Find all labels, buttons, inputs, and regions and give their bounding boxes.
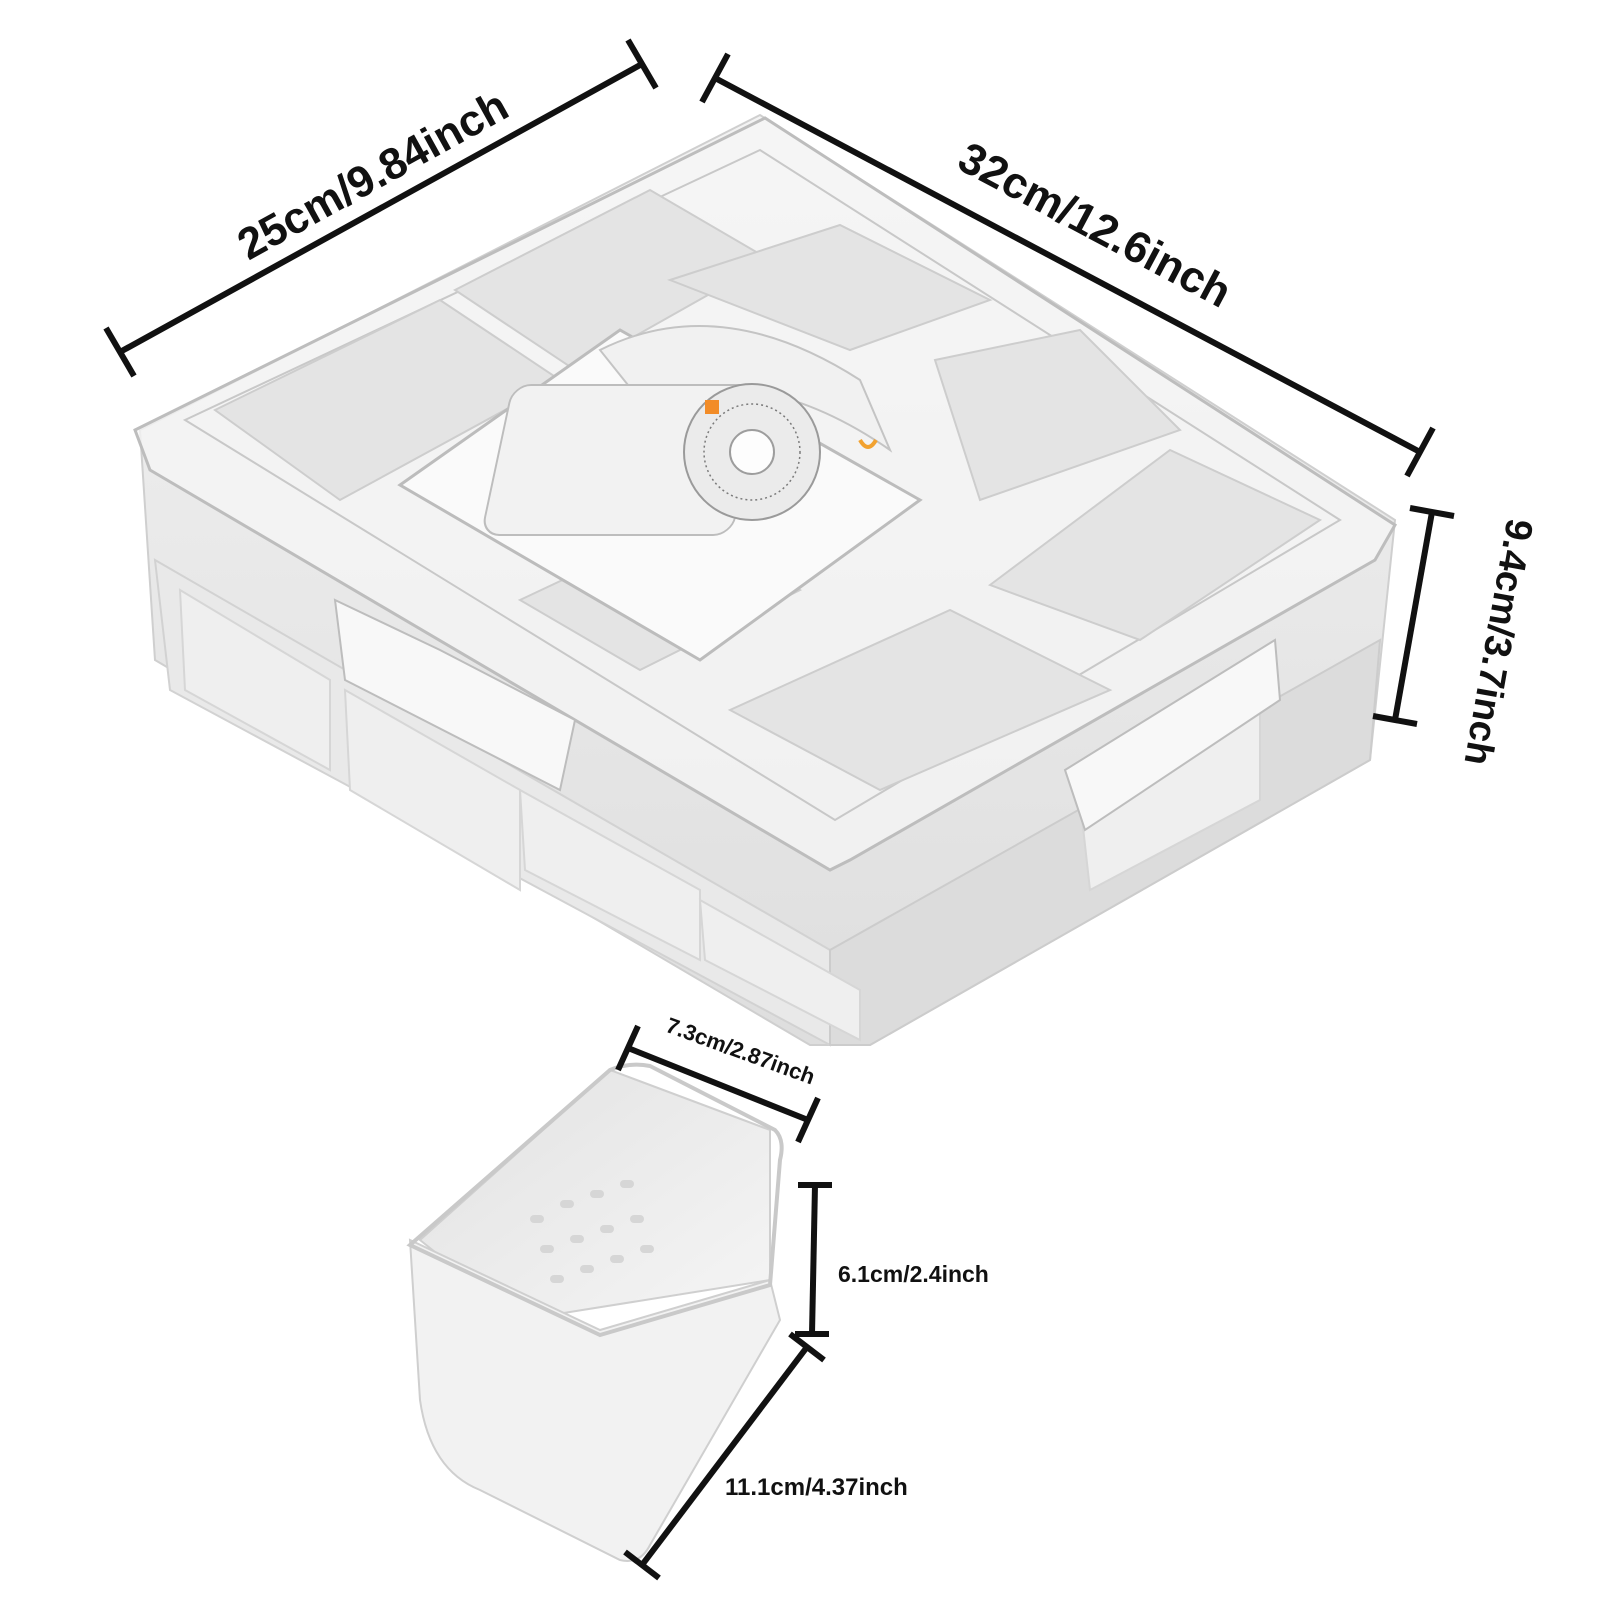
timer-knob [729,429,775,475]
timer-panel [397,325,923,662]
lid-latches [333,598,1282,832]
cup-height-label: 6.1cm/2.4inch [838,1261,989,1287]
latch-right [1063,638,1282,832]
lower-cups [178,588,1261,1042]
width-label: 25cm/9.84inch [230,81,517,270]
height-label: 9.4cm/3.7inch [1455,516,1540,769]
removable-cup [406,1062,784,1562]
timer-dial-ring [703,403,801,501]
latch-left [333,598,577,792]
cup-front [408,1238,782,1562]
cup-length-label: 11.1cm/4.37inch [725,1474,908,1501]
dimension-lines [103,38,1455,1581]
timer-marker-magnet-icon [858,438,878,449]
storage-container [133,113,1398,1047]
cup-drain-holes [530,1180,654,1283]
timer-marker-orange-icon [705,400,719,414]
